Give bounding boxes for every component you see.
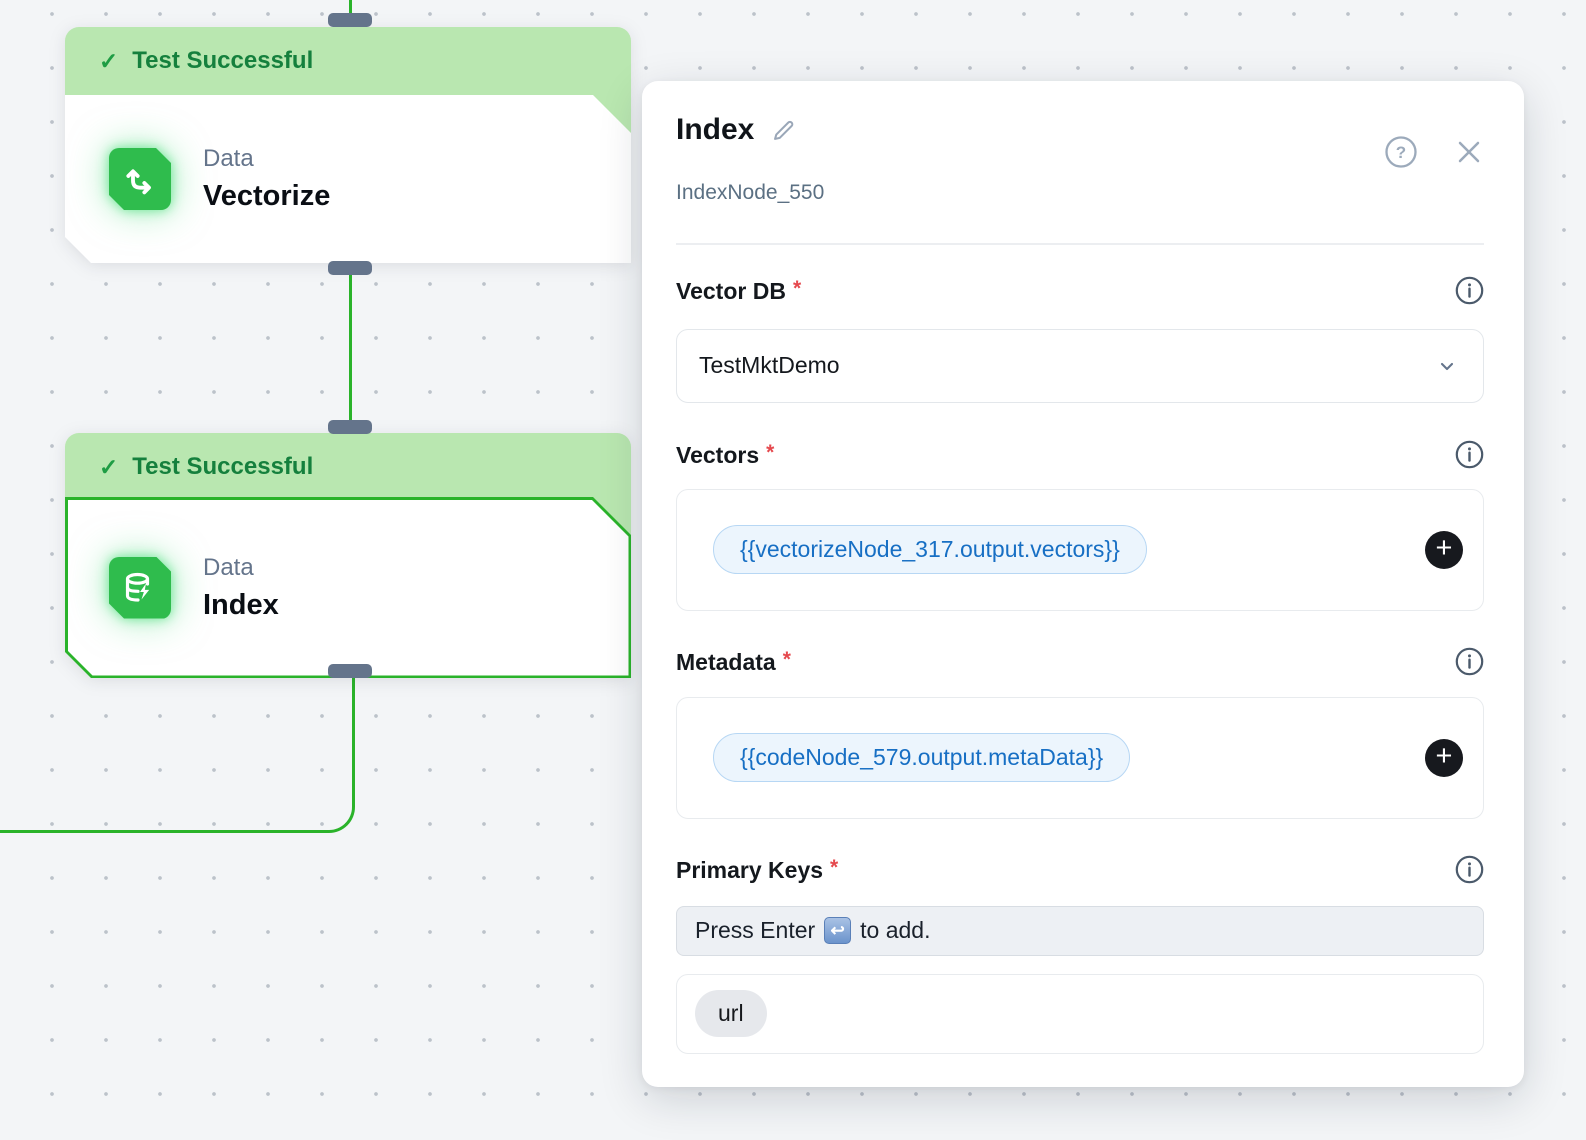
status-text: Test Successful: [132, 453, 314, 480]
required-asterisk: *: [830, 855, 839, 879]
port-vectorize-input[interactable]: [328, 13, 372, 27]
vector-db-value: TestMktDemo: [699, 352, 840, 378]
primary-keys-tags: url: [676, 973, 1484, 1054]
vectors-input-area[interactable]: {{vectorizeNode_317.output.vectors}} +: [676, 488, 1484, 611]
required-asterisk: *: [792, 276, 802, 300]
node-category: Data: [203, 553, 254, 581]
vectors-label: Vectors*: [676, 440, 775, 468]
metadata-input-area[interactable]: {{codeNode_579.output.metaData}} +: [676, 696, 1484, 819]
database-bolt-icon: [109, 557, 171, 619]
edge-index-output: [0, 678, 355, 833]
add-variable-button[interactable]: +: [1425, 738, 1463, 777]
tag-pill-url[interactable]: url: [695, 990, 767, 1037]
divider: [676, 243, 1484, 245]
edit-pencil-icon[interactable]: [770, 117, 797, 144]
primary-keys-label: Primary Keys*: [676, 855, 839, 883]
required-asterisk: *: [782, 647, 791, 671]
metadata-label: Metadata*: [676, 647, 791, 675]
node-category: Data: [203, 145, 254, 172]
enter-key-icon: ↩: [824, 917, 852, 944]
variable-chip[interactable]: {{vectorizeNode_317.output.vectors}}: [713, 525, 1147, 574]
node-id-subtitle: IndexNode_550: [676, 181, 825, 204]
port-index-output[interactable]: [328, 664, 372, 678]
primary-keys-input[interactable]: Press Enter ↩ to add.: [676, 905, 1484, 956]
edge-incoming-top: [348, 0, 352, 14]
chevron-down-icon: [1435, 354, 1459, 378]
vector-db-label: Vector DB*: [676, 276, 802, 304]
node-card[interactable]: Data Vectorize: [65, 95, 631, 263]
info-icon[interactable]: [1455, 440, 1484, 469]
port-vectorize-output[interactable]: [328, 261, 372, 275]
info-icon[interactable]: [1455, 647, 1484, 676]
node-title: Vectorize: [203, 180, 331, 212]
port-index-input[interactable]: [328, 420, 372, 434]
required-asterisk: *: [766, 440, 775, 464]
placeholder-suffix: to add.: [860, 917, 931, 943]
node-vectorize[interactable]: ✓ Test Successful Data Vectorize: [65, 27, 631, 263]
status-text: Test Successful: [132, 47, 314, 74]
check-icon: ✓: [99, 48, 119, 74]
node-properties-panel: Index ? IndexNode_550 Vect: [642, 81, 1524, 1087]
variable-chip[interactable]: {{codeNode_579.output.metaData}}: [713, 733, 1131, 782]
help-icon[interactable]: ?: [1384, 135, 1418, 169]
svg-text:?: ?: [1396, 143, 1406, 162]
add-variable-button[interactable]: +: [1425, 530, 1463, 569]
vector-db-select[interactable]: TestMktDemo: [676, 328, 1484, 403]
info-icon[interactable]: [1455, 855, 1484, 884]
info-icon[interactable]: [1455, 276, 1484, 305]
placeholder-prefix: Press Enter: [695, 917, 816, 943]
node-title: Index: [203, 588, 279, 621]
vectorize-arrows-icon: [109, 148, 171, 210]
close-icon[interactable]: [1454, 137, 1484, 167]
check-icon: ✓: [99, 454, 119, 480]
node-index[interactable]: ✓ Test Successful Data Index: [65, 433, 631, 678]
edge-vectorize-to-index: [348, 275, 352, 421]
panel-title: Index: [676, 113, 755, 146]
node-card-selected-border[interactable]: Data Index: [65, 497, 631, 678]
